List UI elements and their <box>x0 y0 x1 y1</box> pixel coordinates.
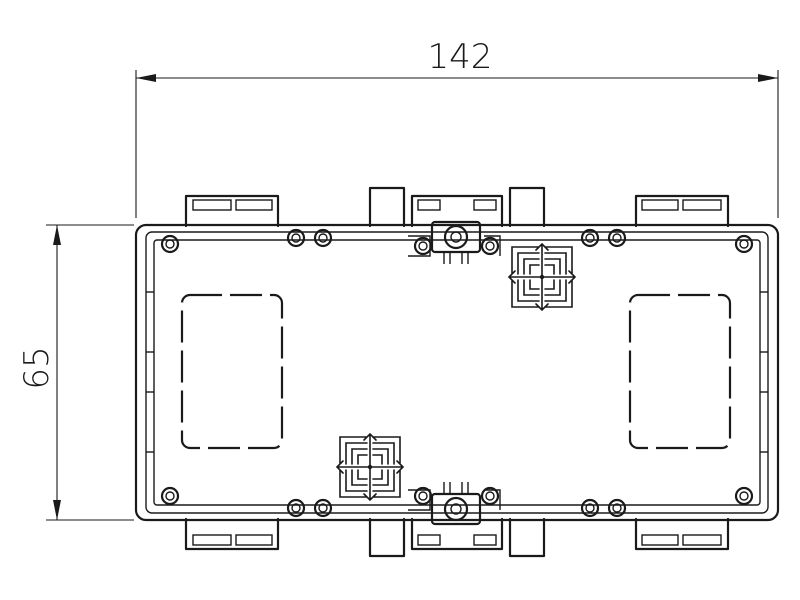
screw-hole-icon <box>160 486 180 506</box>
screw-hole-icon <box>286 228 306 248</box>
width-arrow-left <box>136 74 156 82</box>
clip-slot <box>417 199 441 211</box>
screw-post-inner <box>450 231 462 243</box>
clip-slot <box>192 534 232 546</box>
clip-slot <box>192 199 232 211</box>
screw-post-outer <box>443 496 469 522</box>
screw-hole-icon <box>734 486 754 506</box>
frame-outer-outline <box>134 223 780 522</box>
height-dimension: 65 <box>17 224 134 521</box>
frame-inner-outline <box>145 231 769 514</box>
screw-hole-icon <box>313 498 333 518</box>
screw-hole-icon <box>607 498 627 518</box>
screw-hole-icon <box>313 228 333 248</box>
frame-inner-rim <box>153 239 761 506</box>
clip-top-left <box>184 194 280 228</box>
clip-top-right <box>634 194 730 228</box>
tab-bottom-left <box>368 517 406 558</box>
tab-bottom-right <box>508 517 546 558</box>
clip-slot <box>682 199 722 211</box>
clip-top-center <box>410 194 504 228</box>
snowflake-icon <box>507 242 577 312</box>
screw-post-bracket <box>408 235 501 257</box>
clip-slot <box>417 534 441 546</box>
height-arrow-top <box>53 225 61 245</box>
snowflake-icon <box>335 432 405 502</box>
screw-hole-icon <box>480 236 500 256</box>
height-arrow-bottom <box>53 500 61 520</box>
width-arrow-right <box>758 74 778 82</box>
width-dimension-label: 142 <box>428 37 493 77</box>
screw-holes <box>160 228 754 518</box>
screw-hole-icon <box>480 486 500 506</box>
screw-post-bracket <box>408 489 501 511</box>
knockout-outline <box>180 293 284 450</box>
clip-slot <box>235 534 273 546</box>
center-screw-top <box>408 220 501 264</box>
width-dimension: 142 <box>135 37 779 218</box>
clip-slot <box>641 534 679 546</box>
clip-bottom-left <box>184 517 280 551</box>
screw-hole-icon <box>160 234 180 254</box>
knockout-right <box>628 293 732 450</box>
screw-hole-icon <box>734 234 754 254</box>
tab-top-right <box>508 186 546 228</box>
clip-slot <box>473 199 497 211</box>
knockout-outline <box>628 293 732 450</box>
screw-hole-icon <box>286 498 306 518</box>
center-screw-bottom <box>408 482 501 526</box>
clip-slot <box>682 534 722 546</box>
clip-bottom-right <box>634 517 730 551</box>
top-clips <box>184 186 730 228</box>
clip-bottom-center <box>410 517 504 551</box>
clip-slot <box>473 534 497 546</box>
knockout-left <box>180 293 284 450</box>
screw-post-outer <box>443 224 469 250</box>
screw-hole-icon <box>607 228 627 248</box>
screw-post-legs <box>443 482 469 494</box>
screw-post-housing <box>430 492 482 526</box>
screw-hole-icon <box>580 498 600 518</box>
screw-post-legs <box>443 252 469 264</box>
bottom-clips <box>184 517 730 558</box>
screw-post-inner <box>450 503 462 515</box>
frame-body <box>134 223 780 522</box>
height-dimension-label: 65 <box>17 346 57 389</box>
snowflake-center <box>539 274 545 280</box>
tab-top-left <box>368 186 406 228</box>
clip-slot <box>235 199 273 211</box>
snowflake-center <box>367 464 373 470</box>
screw-post-housing <box>430 220 482 254</box>
screw-hole-icon <box>580 228 600 248</box>
clip-slot <box>641 199 679 211</box>
